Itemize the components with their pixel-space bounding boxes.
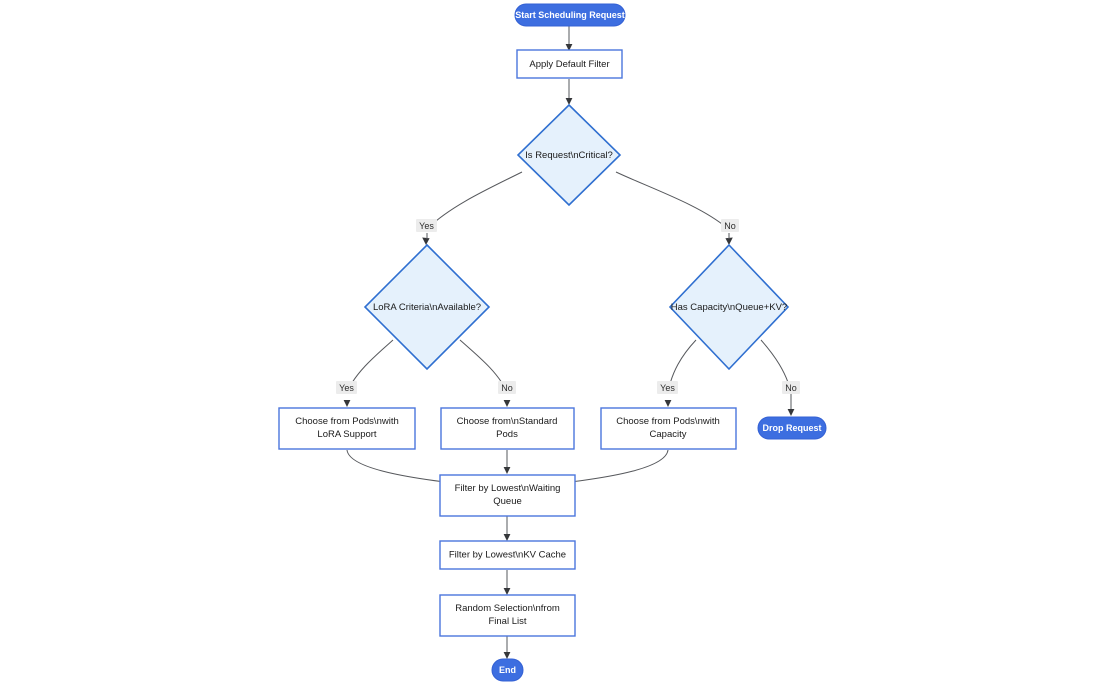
node-random-selection-label-line2: Final List	[488, 616, 526, 627]
edge-label-lora-no: No	[498, 381, 516, 394]
arrowhead-apply-filter	[565, 44, 573, 51]
arrowhead-drop-request	[787, 409, 795, 416]
node-choose-pods-lora[interactable]: Choose from Pods\nwith LoRA Support	[278, 407, 416, 450]
nodes-layer: Start Scheduling Request Apply Default F…	[278, 3, 827, 682]
node-is-request-critical-shape[interactable]	[516, 103, 622, 207]
edge-label-capacity-no-text: No	[785, 383, 797, 393]
node-start-label: Start Scheduling Request	[515, 10, 625, 20]
node-choose-standard-pods-label-line1: Choose from\nStandard	[457, 416, 558, 427]
node-lora-criteria-available-shape[interactable]	[363, 243, 491, 371]
node-random-selection-label-line1: Random Selection\nfrom	[455, 603, 560, 614]
edge-label-lora-yes: Yes	[336, 381, 357, 394]
edge-label-critical-yes: Yes	[416, 219, 437, 232]
node-choose-pods-capacity-label-line2: Capacity	[650, 429, 687, 440]
node-lora-criteria-available[interactable]: LoRA Criteria\nAvailable?	[363, 243, 491, 371]
node-filter-waiting-queue-label-line1: Filter by Lowest\nWaiting	[455, 483, 561, 494]
node-filter-waiting-queue-shape[interactable]	[439, 474, 576, 517]
node-drop-request-label: Drop Request	[762, 423, 821, 433]
edge-label-critical-no-text: No	[724, 221, 736, 231]
node-drop-request-shape[interactable]	[757, 416, 827, 440]
edge-label-lora-yes-text: Yes	[339, 383, 354, 393]
node-apply-default-filter-shape[interactable]	[516, 49, 623, 79]
arrowhead-random-selection	[503, 588, 511, 595]
arrowhead-filter-queue-center	[503, 467, 511, 474]
node-random-selection[interactable]: Random Selection\nfrom Final List	[439, 594, 576, 637]
node-choose-pods-capacity-shape[interactable]	[600, 407, 737, 450]
edge-label-capacity-yes: Yes	[657, 381, 678, 394]
node-choose-pods-lora-shape[interactable]	[278, 407, 416, 450]
node-start[interactable]: Start Scheduling Request	[514, 3, 626, 27]
node-apply-default-filter[interactable]: Apply Default Filter	[516, 49, 623, 79]
edge-label-capacity-yes-text: Yes	[660, 383, 675, 393]
node-choose-pods-lora-label-line2: LoRA Support	[317, 429, 377, 440]
edge-label-lora-no-text: No	[501, 383, 513, 393]
node-end[interactable]: End	[491, 658, 524, 682]
arrowhead-capacity	[725, 237, 733, 245]
node-has-capacity-shape[interactable]	[668, 243, 790, 371]
node-choose-pods-capacity[interactable]: Choose from Pods\nwith Capacity	[600, 407, 737, 450]
node-apply-default-filter-label: Apply Default Filter	[529, 59, 609, 70]
node-end-shape[interactable]	[491, 658, 524, 682]
node-has-capacity[interactable]: Has Capacity\nQueue+KV?	[668, 243, 790, 371]
edge-critical-no-to-capacity	[615, 171, 728, 229]
arrowhead-pods-capacity	[664, 400, 672, 407]
node-is-request-critical-label: Is Request\nCritical?	[525, 150, 613, 161]
node-choose-standard-pods[interactable]: Choose from\nStandard Pods	[440, 407, 575, 450]
edge-label-critical-no: No	[721, 219, 739, 232]
arrowhead-critical	[565, 98, 573, 105]
node-filter-waiting-queue[interactable]: Filter by Lowest\nWaiting Queue	[439, 474, 576, 517]
node-random-selection-shape[interactable]	[439, 594, 576, 637]
arrowhead-end	[503, 652, 511, 659]
edge-label-capacity-no: No	[782, 381, 800, 394]
node-choose-pods-lora-label-line1: Choose from Pods\nwith	[295, 416, 399, 427]
node-choose-standard-pods-label-line2: Pods	[496, 429, 518, 440]
node-filter-kv-cache-shape[interactable]	[439, 540, 576, 570]
edge-labels-layer: Yes No Yes No Yes No	[336, 219, 800, 394]
node-drop-request[interactable]: Drop Request	[757, 416, 827, 440]
node-has-capacity-label: Has Capacity\nQueue+KV?	[671, 302, 787, 313]
edge-label-critical-yes-text: Yes	[419, 221, 434, 231]
node-filter-kv-cache[interactable]: Filter by Lowest\nKV Cache	[439, 540, 576, 570]
edge-critical-yes-to-lora	[427, 171, 523, 229]
node-lora-criteria-available-label: LoRA Criteria\nAvailable?	[373, 302, 481, 313]
node-choose-pods-capacity-label-line1: Choose from Pods\nwith	[616, 416, 720, 427]
arrowhead-lora	[422, 237, 430, 245]
node-filter-waiting-queue-label-line2: Queue	[493, 496, 522, 507]
node-filter-kv-cache-label: Filter by Lowest\nKV Cache	[449, 550, 566, 561]
node-is-request-critical[interactable]: Is Request\nCritical?	[516, 103, 622, 207]
node-start-shape[interactable]	[514, 3, 626, 27]
node-choose-standard-pods-shape[interactable]	[440, 407, 575, 450]
arrowhead-standard-pods	[503, 400, 511, 407]
arrowhead-pods-lora	[343, 400, 351, 407]
node-end-label: End	[499, 665, 516, 675]
arrowhead-kv-cache	[503, 534, 511, 541]
